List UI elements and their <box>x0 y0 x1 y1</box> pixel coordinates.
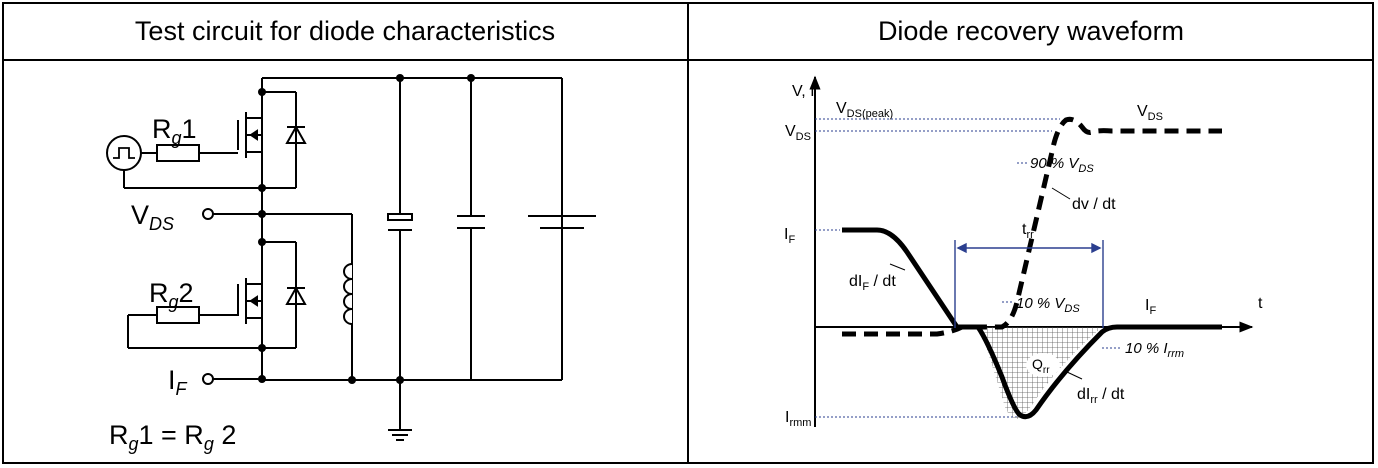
vds-terminal-label: VDS <box>131 200 174 234</box>
vds-peak-label: VDS(peak) <box>836 100 893 120</box>
vds-axis-label: VDS <box>785 123 811 143</box>
dif-dt-label: dIF / dt <box>849 273 896 293</box>
qrr-bubble <box>1026 353 1060 377</box>
x-axis-label: t <box>1258 295 1263 312</box>
header-test-circuit: Test circuit for diode characteristics <box>134 15 556 46</box>
rg1-label: Rg1 <box>152 114 197 148</box>
test-circuit <box>106 77 596 441</box>
y-axis-label: V, I <box>792 83 815 100</box>
if-axis-label: IF <box>784 226 795 246</box>
circuit-junctions <box>258 74 475 384</box>
rg-equation: Rg1 = Rg 2 <box>109 420 236 454</box>
header-recovery-waveform: Diode recovery waveform <box>877 15 1185 46</box>
qrr-label: Qrr <box>1032 356 1050 376</box>
dirr-dt-label: dIrr / dt <box>1077 386 1125 406</box>
pct90-vds-label: 90 % VDS <box>1030 155 1094 175</box>
reference-lines <box>815 118 1122 418</box>
pct10-vds-label: 10 % VDS <box>1016 295 1080 315</box>
current-curve <box>842 227 1222 420</box>
waveform-labels: V, I t VDS(peak) VDS VDS IF IF Irmm 90 %… <box>784 83 1263 429</box>
trr-label: trr <box>1022 221 1034 241</box>
leader-lines <box>889 187 1083 380</box>
irrm-label: Irmm <box>785 409 811 429</box>
if-curve-label: IF <box>1145 297 1156 317</box>
recovery-waveform <box>809 75 1254 427</box>
voltage-curve <box>842 116 1222 337</box>
trr-bracket <box>954 240 1104 328</box>
rg2-label: Rg2 <box>149 278 194 312</box>
dvdt-label: dv / dt <box>1072 196 1116 213</box>
pct10-irrm-label: 10 % Irrm <box>1125 340 1184 360</box>
vds-curve-label: VDS <box>1137 103 1163 123</box>
if-terminal-label: IF <box>168 365 188 399</box>
